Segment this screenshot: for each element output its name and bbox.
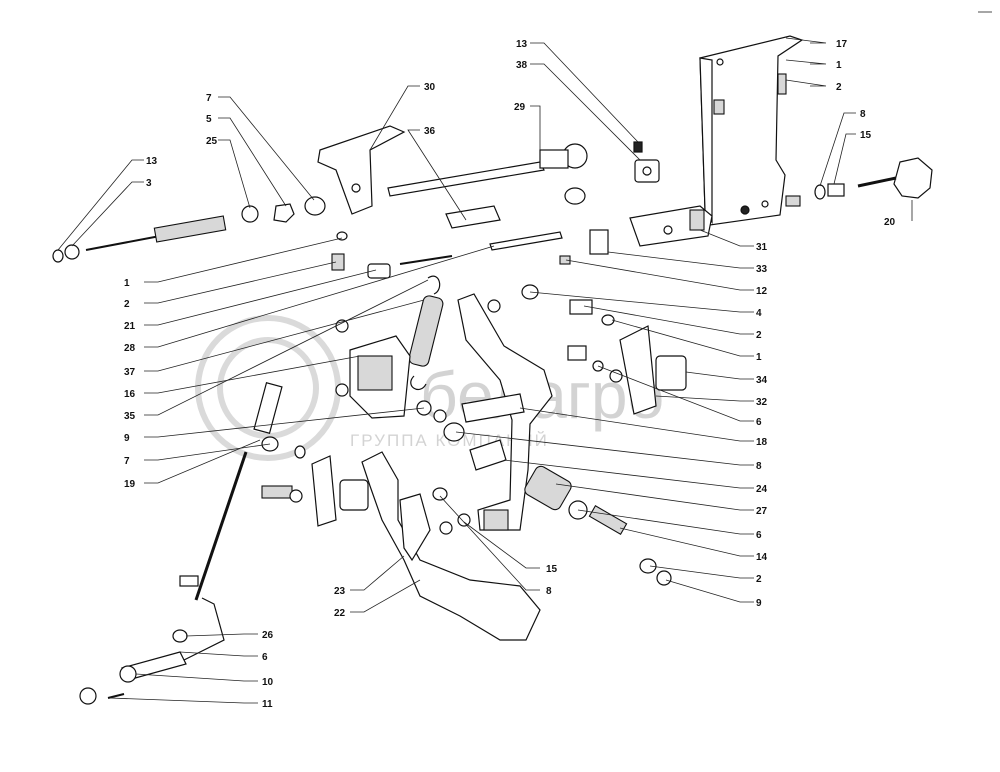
pin-11	[79, 687, 97, 705]
callout-14: 14	[756, 552, 768, 563]
clutch-lever	[457, 293, 553, 531]
callout-6-right: 6	[756, 417, 762, 428]
callout-19: 19	[124, 479, 136, 490]
watermark-logo-inner	[217, 337, 319, 439]
callout-9-left: 9	[124, 433, 130, 444]
callout-26: 26	[262, 630, 274, 641]
callout-11: 11	[262, 699, 273, 710]
callout-2-top: 2	[836, 82, 842, 93]
callout-15-bottom: 15	[546, 564, 558, 575]
callout-15-top: 15	[860, 130, 872, 141]
callout-22: 22	[334, 608, 346, 619]
pin-28	[489, 231, 563, 251]
callout-38: 38	[516, 60, 528, 71]
callout-13-left: 13	[146, 156, 158, 167]
callout-9-bottom: 9	[756, 598, 762, 609]
clamp-32	[619, 325, 657, 415]
return-spring	[408, 295, 444, 367]
callout-2-bottom: 2	[756, 574, 762, 585]
callout-2-left: 2	[124, 299, 130, 310]
threaded-rod	[153, 215, 227, 243]
bracket-30	[317, 125, 406, 215]
parts	[52, 35, 933, 705]
callout-13-top: 13	[516, 39, 528, 50]
callout-6-bottom: 6	[262, 652, 268, 663]
callout-23: 23	[334, 586, 346, 597]
callout-8-right: 8	[756, 461, 762, 472]
callout-28: 28	[124, 343, 136, 354]
callout-21: 21	[124, 321, 136, 332]
callout-17: 17	[836, 39, 848, 50]
callout-27: 27	[756, 506, 768, 517]
brake-pedal	[361, 451, 541, 641]
callout-10: 10	[262, 677, 274, 688]
callout-1-top: 1	[836, 60, 842, 71]
bolt-14	[588, 505, 628, 535]
callout-7-left: 7	[124, 456, 130, 467]
bushing-34	[655, 355, 687, 391]
callout-6-mid: 6	[756, 530, 762, 541]
rod-29	[387, 161, 545, 197]
callout-5: 5	[206, 114, 212, 125]
callout-33: 33	[756, 264, 768, 275]
callout-labels: 13 38 17 1 2 7 5 25 30 36 29 8 15 13 3 2…	[124, 39, 896, 710]
callout-12: 12	[756, 286, 768, 297]
callout-36: 36	[424, 126, 436, 137]
callout-31: 31	[756, 242, 768, 253]
callout-37: 37	[124, 367, 136, 378]
callout-18: 18	[756, 437, 768, 448]
callout-29: 29	[514, 102, 526, 113]
callout-16: 16	[124, 389, 136, 400]
callout-8-top: 8	[860, 109, 866, 120]
callout-7-top: 7	[206, 93, 212, 104]
callout-4: 4	[756, 308, 762, 319]
callout-30: 30	[424, 82, 436, 93]
callout-20: 20	[884, 217, 896, 228]
callout-8-bottom: 8	[546, 586, 552, 597]
callout-24: 24	[756, 484, 768, 495]
plate-36	[445, 205, 501, 229]
callout-32: 32	[756, 397, 768, 408]
callout-2-right: 2	[756, 330, 762, 341]
callout-35: 35	[124, 411, 136, 422]
callout-1-left: 1	[124, 278, 130, 289]
callout-34: 34	[756, 375, 768, 386]
leader-lines	[57, 37, 913, 704]
bushing-19	[253, 382, 283, 434]
callout-1-right: 1	[756, 352, 762, 363]
callout-25: 25	[206, 136, 218, 147]
adjusting-knob	[893, 157, 933, 199]
callout-3: 3	[146, 178, 152, 189]
spring-24	[524, 465, 572, 511]
